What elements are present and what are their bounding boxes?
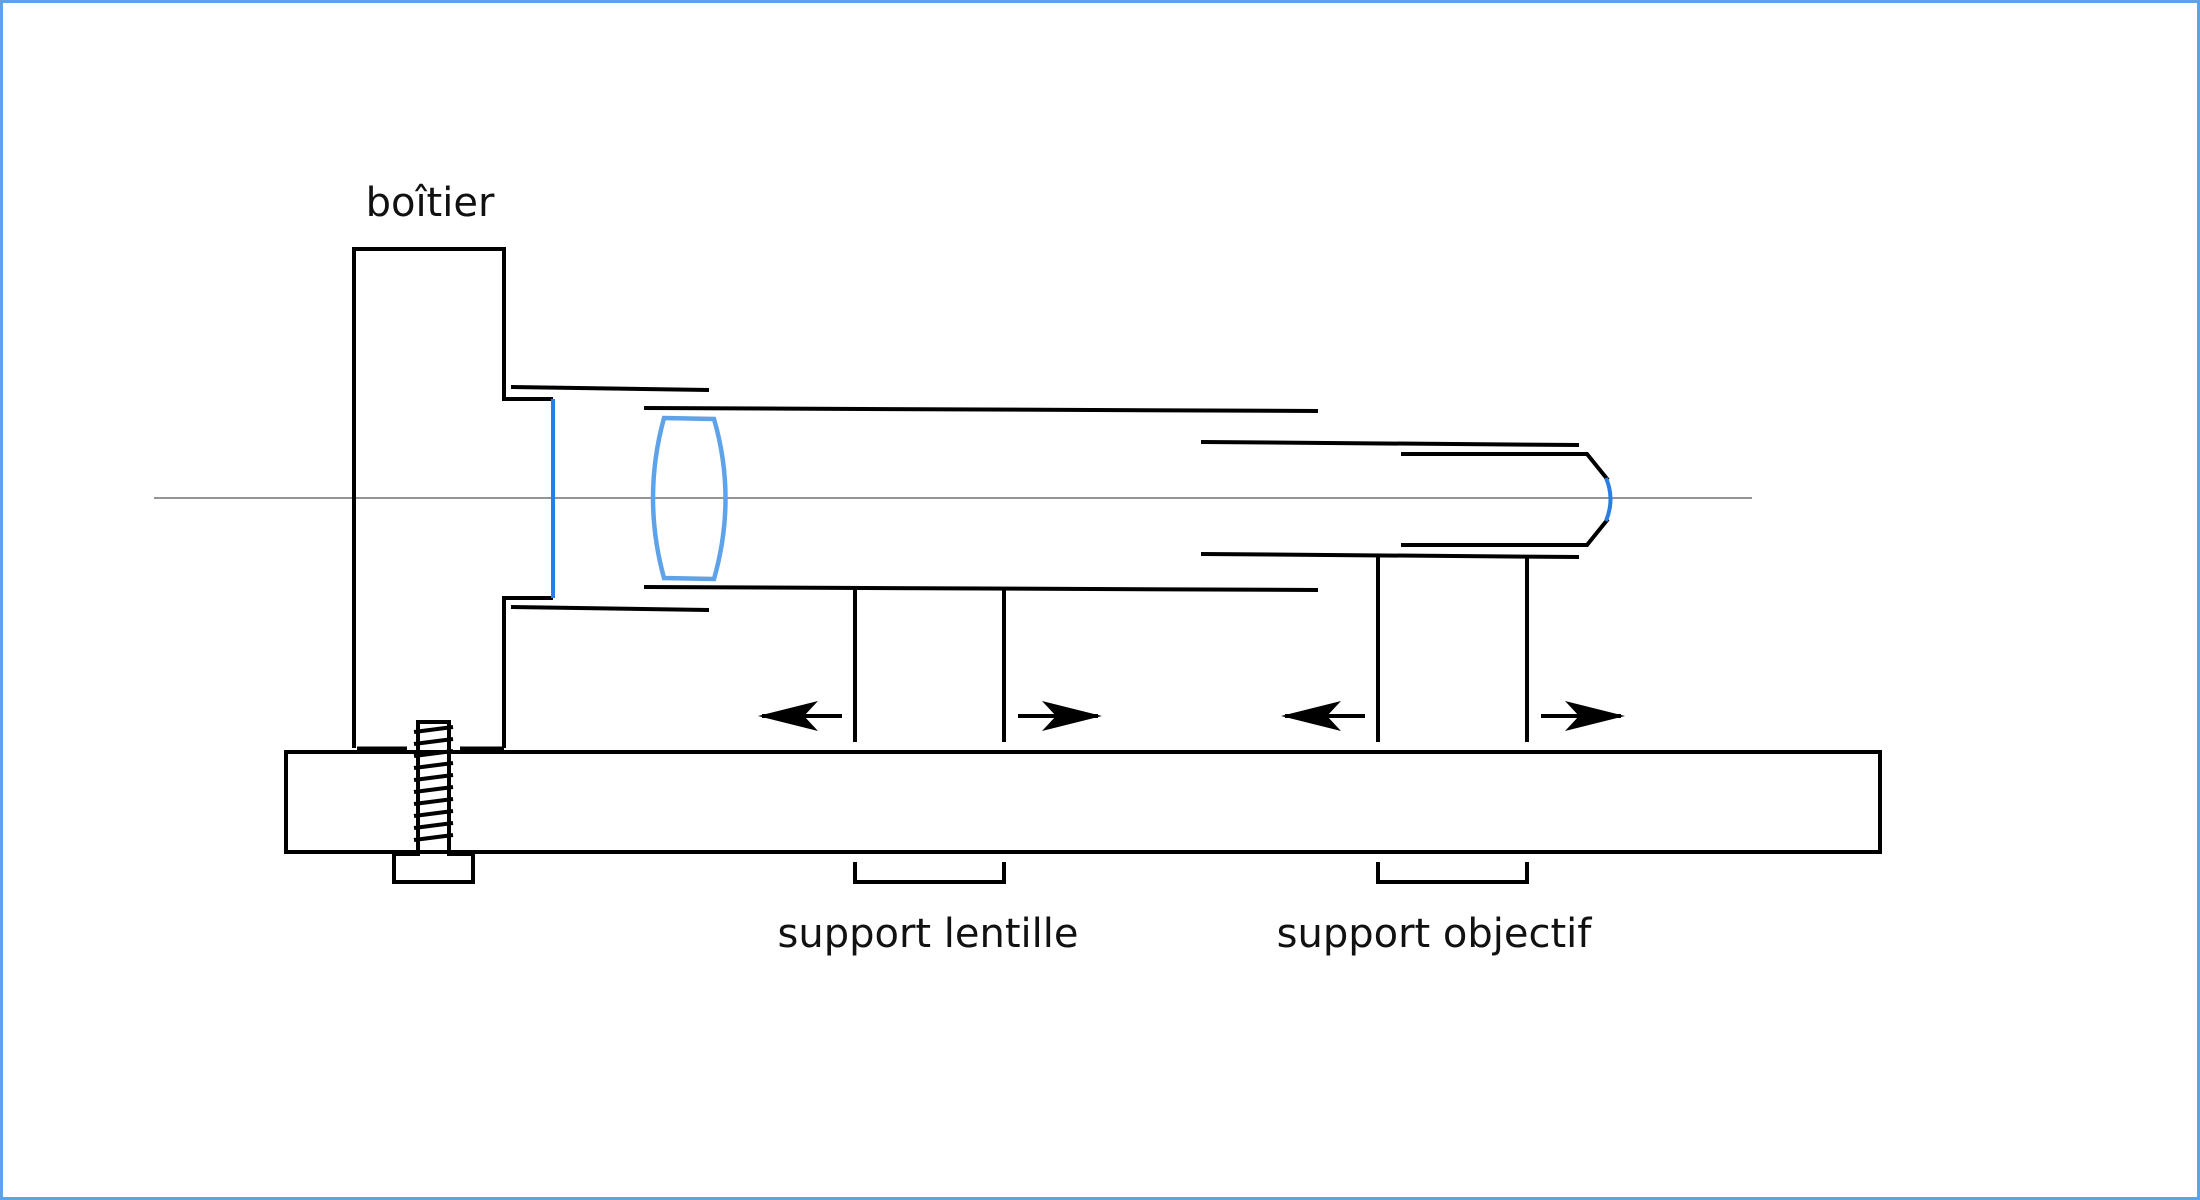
screw-thread	[413, 725, 454, 842]
lens-tube-top	[643, 406, 1319, 413]
camera-body-bottom	[502, 596, 553, 748]
lens-tube-bottom	[643, 585, 1319, 592]
objective-inner-top	[1401, 452, 1610, 482]
label-support-objectif: support objectif	[1277, 911, 1593, 957]
optical-rail	[284, 750, 1882, 854]
objective-outer-top	[1200, 440, 1580, 447]
camera-flange-top	[510, 385, 710, 392]
lens-support-bracket	[853, 862, 1006, 884]
objective-support-bracket	[1376, 862, 1529, 884]
mounting-screw	[392, 720, 475, 884]
camera-flange-bottom	[510, 605, 710, 612]
camera-body-top	[352, 247, 553, 748]
objective-front-lens	[1604, 477, 1613, 522]
biconvex-lens	[650, 415, 728, 582]
objective-inner-bottom	[1401, 517, 1610, 547]
label-support-lentille: support lentille	[778, 911, 1079, 957]
label-boitier: boîtier	[366, 180, 495, 226]
objective-outer-bottom	[1200, 552, 1580, 559]
